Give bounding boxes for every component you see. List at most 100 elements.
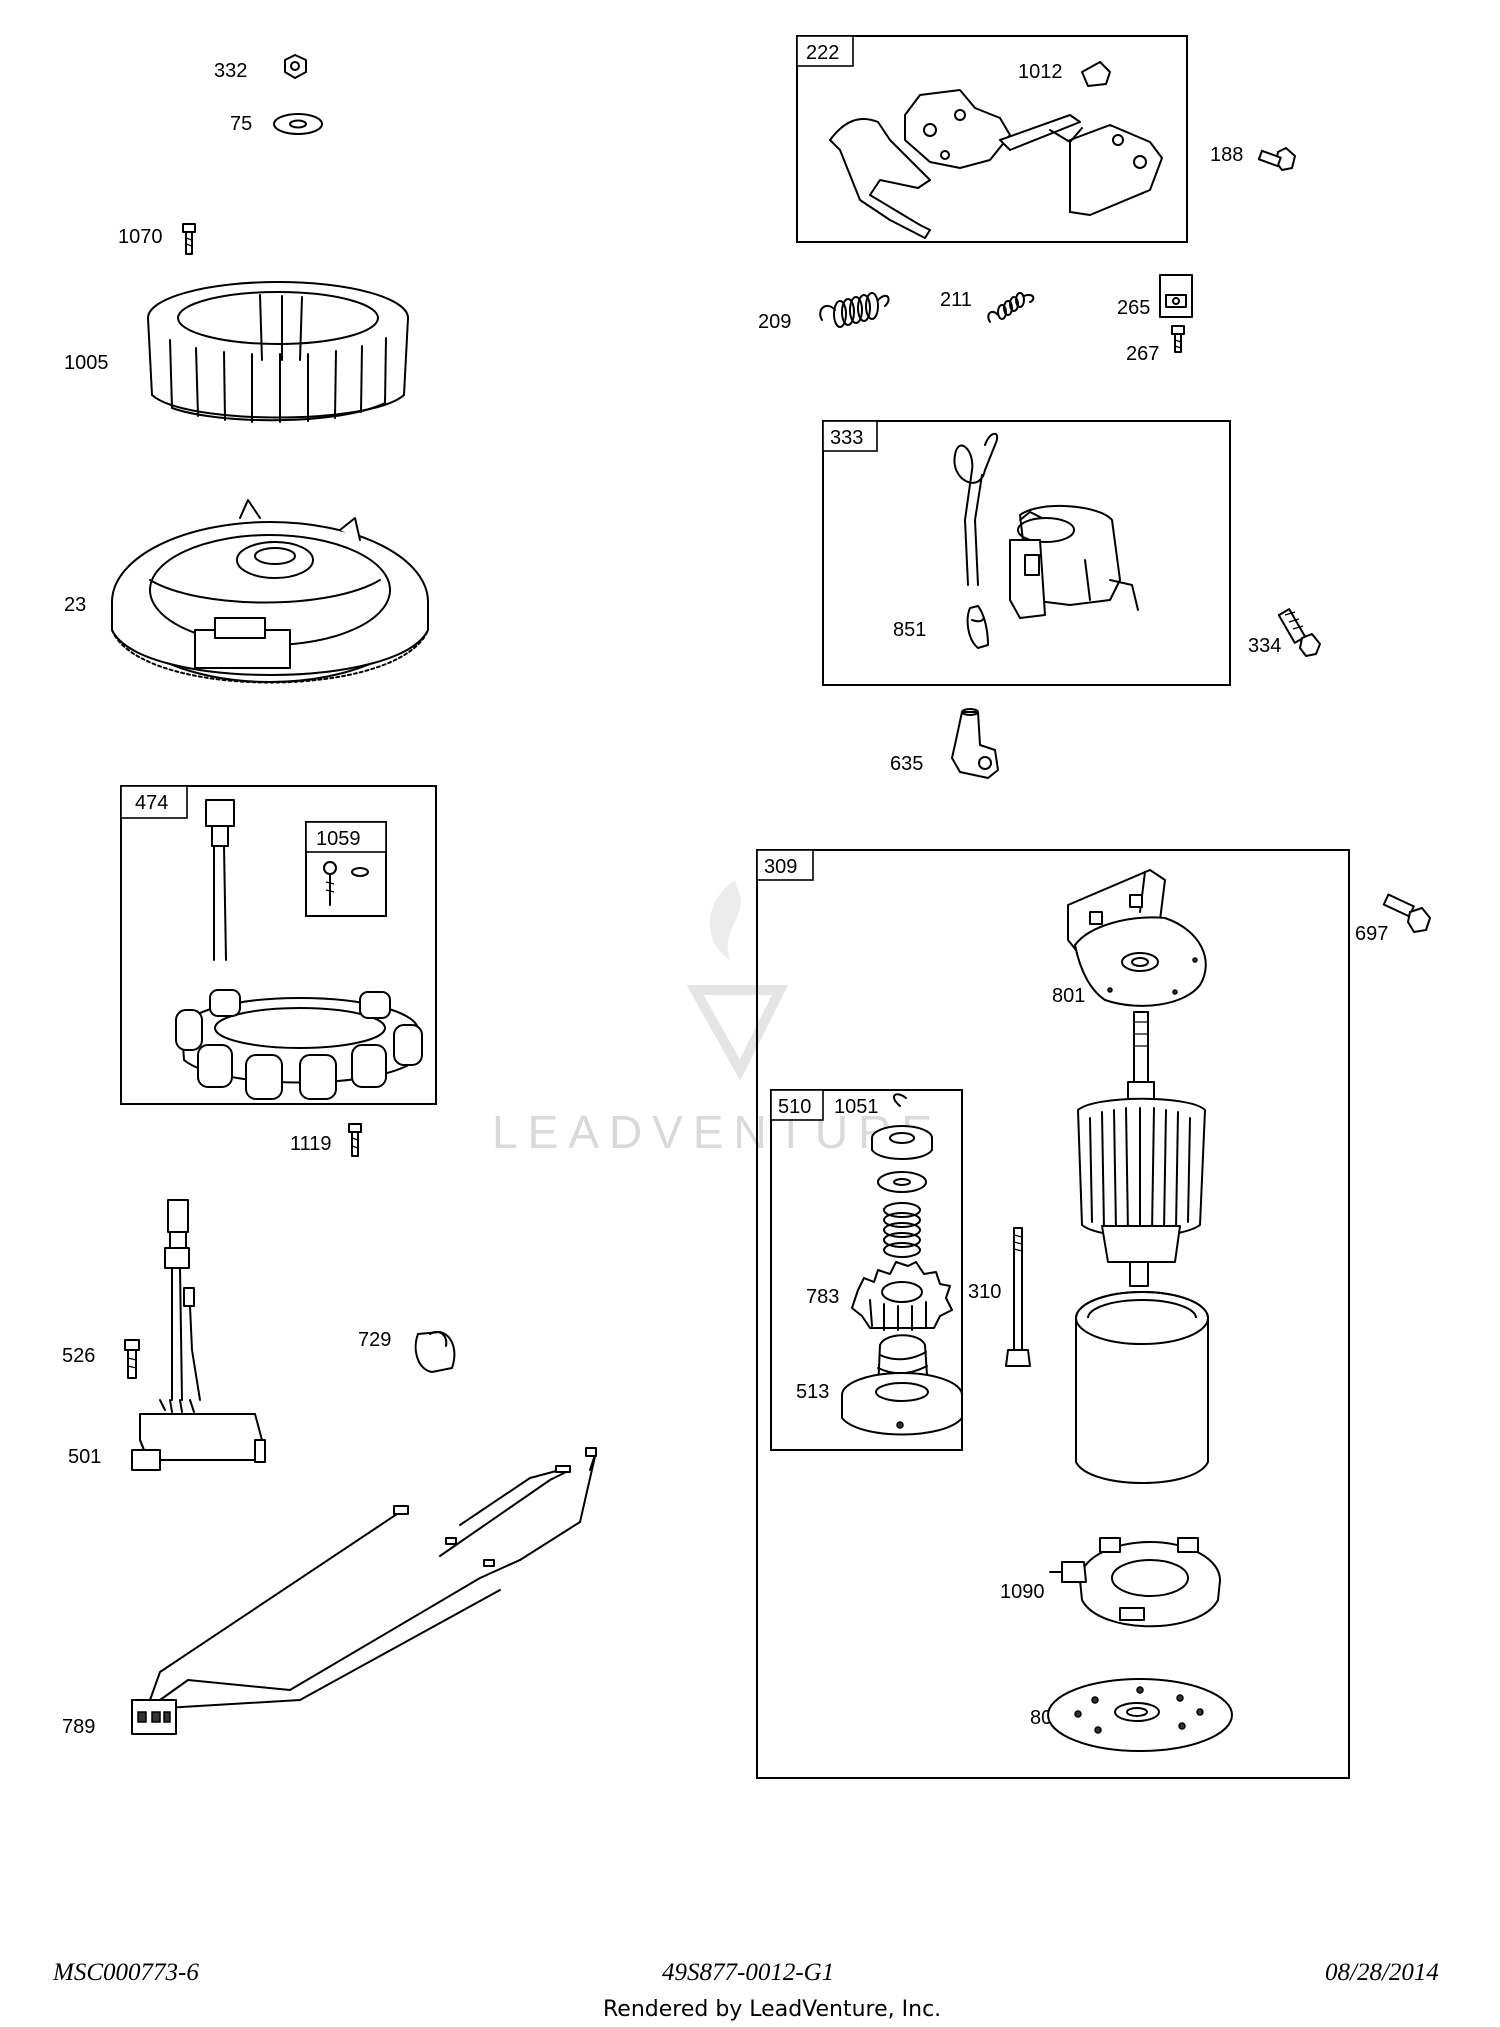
callout-1005: 1005	[64, 352, 109, 374]
governor-bracket-icon	[829, 89, 1163, 239]
part-1059-screw-kit[interactable]	[323, 861, 369, 906]
spark-plug-boot-icon	[966, 605, 989, 649]
part-1012-clip[interactable]: 1012	[1018, 61, 1111, 87]
assembly-box-333	[822, 420, 1231, 686]
callout-526: 526	[62, 1345, 95, 1367]
ignition-coil-icon	[953, 432, 1139, 619]
watermark-text: LEADVENTURE	[492, 1106, 942, 1158]
bolt-icon	[1382, 893, 1431, 933]
part-851-boot[interactable]: 851	[893, 605, 989, 649]
callout-309: 309	[764, 856, 797, 878]
callout-222: 222	[806, 42, 839, 64]
part-188-bolt[interactable]: 188	[1210, 144, 1296, 171]
part-729-clip[interactable]: 729	[358, 1329, 456, 1373]
part-23-flywheel[interactable]: 23	[64, 499, 429, 684]
assembly-tag-333[interactable]	[822, 420, 878, 452]
flywheel-icon	[111, 499, 429, 684]
part-310-through-bolt[interactable]: 310	[968, 1227, 1031, 1367]
callout-334: 334	[1248, 635, 1281, 657]
end-plate-icon	[1047, 1678, 1233, 1752]
cooling-fan-icon	[147, 281, 409, 423]
part-265-clip[interactable]: 265	[1117, 274, 1193, 319]
part-1070-bolt[interactable]: 1070	[118, 223, 196, 255]
part-783-pinion-gear[interactable]: 783	[806, 1261, 953, 1331]
callout-789: 789	[62, 1716, 95, 1738]
callout-310: 310	[968, 1281, 1001, 1303]
part-1119-bolt[interactable]: 1119	[290, 1123, 362, 1157]
part-333-ignition-coil[interactable]	[953, 432, 1139, 619]
extension-spring-icon	[987, 292, 1035, 323]
part-armature[interactable]	[1077, 1011, 1206, 1287]
part-334-bolt[interactable]: 334	[1248, 608, 1321, 657]
assembly-box-309	[756, 849, 1350, 1779]
part-697-bolt[interactable]: 697	[1355, 893, 1431, 945]
callout-783: 783	[806, 1286, 839, 1308]
extension-spring-icon	[819, 292, 890, 328]
motor-housing-icon	[1075, 1291, 1209, 1484]
through-bolt-icon	[1005, 1227, 1031, 1367]
assembly-tag-510[interactable]	[770, 1089, 824, 1121]
part-501-regulator[interactable]: 501	[68, 1199, 266, 1471]
part-635-boot[interactable]: 635	[890, 708, 999, 779]
assembly-tag-1059[interactable]	[305, 821, 387, 853]
watermark-logo-icon	[686, 985, 789, 1081]
callout-333: 333	[830, 427, 863, 449]
part-1005-fan[interactable]: 1005	[64, 281, 409, 423]
part-209-spring[interactable]: 209	[758, 292, 890, 333]
callout-23: 23	[64, 594, 86, 616]
part-526-bolt[interactable]: 526	[62, 1339, 140, 1379]
callout-635: 635	[890, 753, 923, 775]
bolt-icon	[124, 1339, 140, 1379]
part-510-drive-kit[interactable]	[871, 1125, 933, 1258]
assembly-tag-474[interactable]	[120, 785, 188, 819]
callout-513: 513	[796, 1381, 829, 1403]
callout-267: 267	[1126, 343, 1159, 365]
part-211-spring[interactable]: 211	[940, 289, 1035, 323]
bolt-icon	[1257, 147, 1296, 171]
part-motor-housing[interactable]	[1075, 1291, 1209, 1484]
cable-clip-icon	[1159, 274, 1193, 318]
watermark: LEADVENTURE	[492, 880, 942, 1158]
part-267-screw[interactable]: 267	[1126, 325, 1185, 365]
callout-474: 474	[135, 792, 168, 814]
part-513-drive-assembly[interactable]: 513	[796, 1334, 963, 1436]
callout-1051: 1051	[834, 1096, 879, 1118]
assembly-tag-222[interactable]	[796, 35, 854, 67]
bolt-icon	[348, 1123, 362, 1157]
pinion-gear-icon	[851, 1261, 953, 1331]
screw-icon	[1171, 325, 1185, 353]
callout-801: 801	[1052, 985, 1085, 1007]
voltage-regulator-icon	[131, 1199, 266, 1471]
part-75-washer[interactable]: 75	[230, 113, 323, 135]
callout-265: 265	[1117, 297, 1150, 319]
drive-kit-icon	[871, 1125, 933, 1258]
footer-date: 08/28/2014	[1325, 1959, 1439, 1986]
callout-209: 209	[758, 311, 791, 333]
callout-729: 729	[358, 1329, 391, 1351]
part-222-governor-bracket[interactable]	[829, 89, 1163, 239]
rendered-by-text: Rendered by LeadVenture, Inc.	[603, 1997, 941, 2022]
part-802-end-plate[interactable]: 802	[1030, 1678, 1233, 1752]
clip-icon	[1081, 61, 1111, 87]
callout-1090: 1090	[1000, 1581, 1045, 1603]
assembly-tag-309[interactable]	[756, 849, 814, 881]
part-332-nut[interactable]: 332	[214, 54, 307, 82]
callout-851: 851	[893, 619, 926, 641]
callout-1059: 1059	[316, 828, 361, 850]
watermark-flame-icon	[709, 880, 741, 960]
part-1051-retaining-ring[interactable]: 1051	[834, 1093, 907, 1118]
part-1090-brush-plate[interactable]: 1090	[1000, 1537, 1221, 1628]
callout-75: 75	[230, 113, 252, 135]
stator-icon	[175, 799, 423, 1100]
callout-211: 211	[940, 289, 972, 311]
callout-1070: 1070	[118, 226, 163, 248]
part-474-stator[interactable]	[175, 799, 423, 1100]
callout-510: 510	[778, 1096, 811, 1118]
footer: MSC000773-6 49S877-0012-G1 08/28/2014 Re…	[52, 1959, 1439, 2022]
part-801-bracket[interactable]: 801	[1052, 869, 1207, 1007]
armature-icon	[1077, 1011, 1206, 1287]
part-789-wire-harness[interactable]: 789	[62, 1447, 597, 1738]
assembly-box-474	[120, 785, 437, 1105]
